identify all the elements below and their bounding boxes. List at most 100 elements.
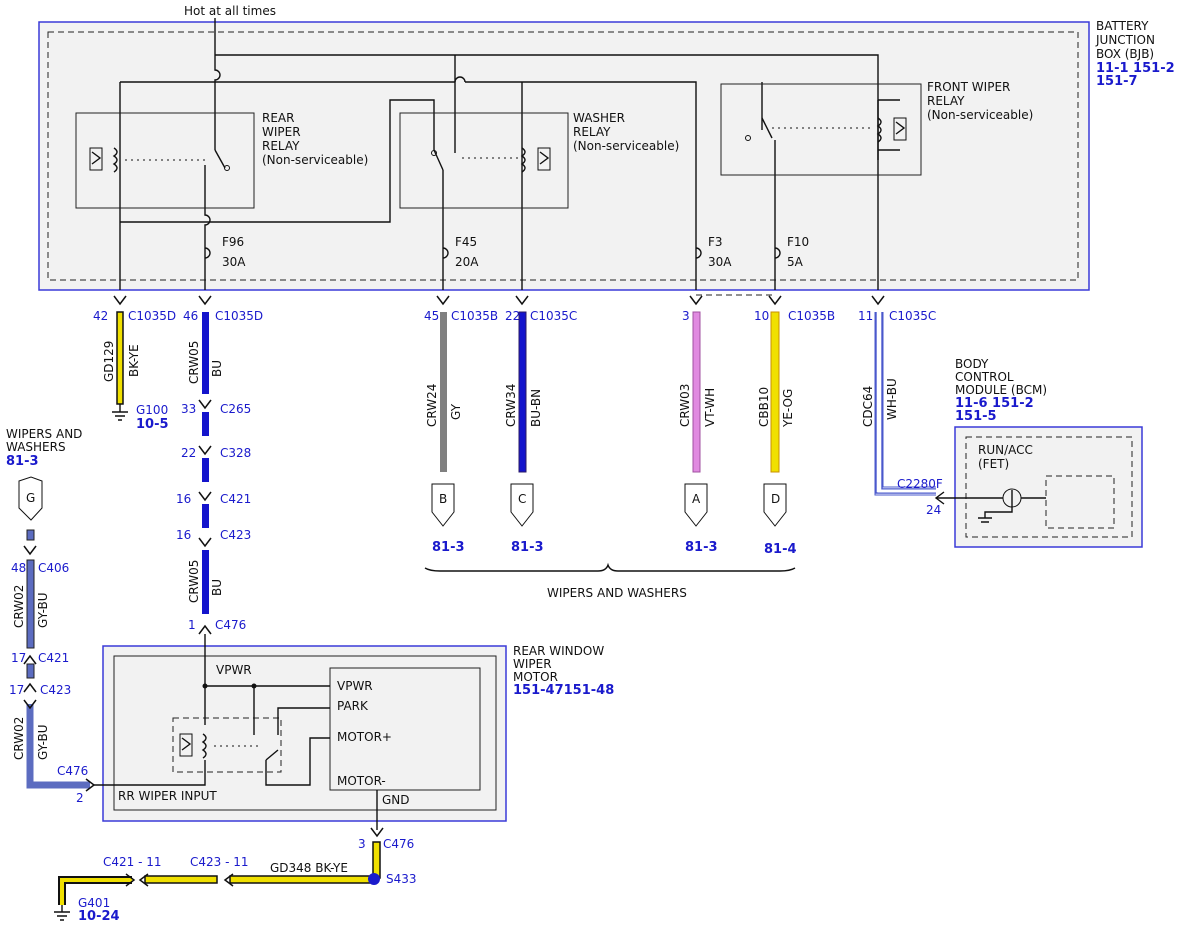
brace-label: WIPERS AND WASHERS bbox=[547, 586, 687, 600]
pin-45: 45 bbox=[424, 309, 439, 323]
offpage-g-letter: G bbox=[26, 491, 35, 505]
bcm-connector: C2280F bbox=[897, 477, 943, 491]
wire-crw05-circuit-2: CRW05 bbox=[187, 560, 201, 603]
c406-conn: C406 bbox=[38, 561, 69, 575]
bjb-title-3: BOX (BJB) bbox=[1096, 47, 1154, 61]
wire-cdc64 bbox=[875, 312, 936, 494]
bcm-pin: 24 bbox=[926, 503, 941, 517]
wire-cbb10-circuit: CBB10 bbox=[757, 387, 771, 427]
c476-left-pin: 2 bbox=[76, 791, 84, 805]
bcm-inner-1: RUN/ACC bbox=[978, 443, 1033, 457]
rear-relay-label-3: RELAY bbox=[262, 139, 300, 153]
pin-22: 22 bbox=[505, 309, 520, 323]
fuse-f45-name: F45 bbox=[455, 235, 477, 249]
wipers-washers-brace bbox=[424, 562, 796, 572]
rear-relay-coil-icon bbox=[89, 147, 230, 173]
wire-crw24 bbox=[440, 312, 447, 472]
wire-crw02-circuit: CRW02 bbox=[12, 585, 26, 628]
bcm-refs-1: 11-6 151-2 bbox=[955, 396, 1034, 411]
ground-g100-icon bbox=[112, 404, 128, 421]
wire-cbb10 bbox=[770, 311, 780, 473]
ww-label-2: WASHERS bbox=[6, 440, 66, 454]
conn-22: C1035C bbox=[530, 309, 577, 323]
offpage-b-ref: 81-3 bbox=[432, 540, 465, 555]
wire-gd129-circuit: GD129 bbox=[102, 341, 116, 382]
pin-11: 11 bbox=[858, 309, 873, 323]
wire-crw02-seg1 bbox=[26, 529, 35, 541]
gnd-c476-conn: C476 bbox=[383, 837, 414, 851]
wire-crw02-seg3 bbox=[26, 663, 35, 679]
front-relay-switch bbox=[761, 82, 776, 290]
hot-at-all-times-label: Hot at all times bbox=[184, 4, 276, 18]
wire-crw02-seg2 bbox=[26, 559, 35, 649]
bjb-dashed-box bbox=[47, 31, 1079, 281]
bcm-inner-2: (FET) bbox=[978, 457, 1009, 471]
motor-pin-park: PARK bbox=[337, 699, 369, 713]
wire-crw34 bbox=[518, 311, 527, 473]
wire-crw03-color: VT-WH bbox=[703, 388, 717, 427]
motor-refs: 151-47151-48 bbox=[513, 683, 614, 698]
ww-ref: 81-3 bbox=[6, 454, 39, 469]
conn-46: C1035D bbox=[215, 309, 263, 323]
wire-crw02-color: GY-BU bbox=[36, 592, 50, 628]
motor-pin-motor-minus: MOTOR- bbox=[337, 774, 386, 788]
front-relay-label-3: (Non-serviceable) bbox=[927, 108, 1033, 122]
hot-feed-wire bbox=[214, 18, 879, 290]
c421-conn: C421 bbox=[220, 492, 251, 506]
washer-relay-coil-icon bbox=[431, 147, 551, 173]
c423-conn: C423 bbox=[220, 528, 251, 542]
ground-arrow bbox=[370, 827, 384, 838]
motor-frame bbox=[102, 645, 507, 822]
bcm-input-arrow bbox=[934, 491, 945, 505]
wire-gd129 bbox=[116, 311, 124, 405]
vpwr-splice-dot-2 bbox=[251, 683, 257, 689]
c476-conn: C476 bbox=[215, 618, 246, 632]
wire-crw02-color-2: GY-BU bbox=[36, 724, 50, 760]
vpwr-splice-dot bbox=[202, 683, 208, 689]
bjb-title-1: BATTERY bbox=[1096, 19, 1149, 33]
motor-gnd: GND bbox=[382, 793, 410, 807]
washer-relay-label-3: (Non-serviceable) bbox=[573, 139, 679, 153]
wire-crw05-seg4 bbox=[202, 504, 209, 528]
c423-pin: 16 bbox=[176, 528, 191, 542]
fet-icon bbox=[936, 488, 1046, 523]
splice-s433-icon bbox=[368, 873, 380, 885]
wire-crw05-color: BU bbox=[210, 360, 224, 377]
c406-pin: 48 bbox=[11, 561, 26, 575]
pin-46: 46 bbox=[183, 309, 198, 323]
fuse-f3-name: F3 bbox=[708, 235, 723, 249]
motor-inner-box bbox=[113, 655, 497, 811]
bcm-label-3: MODULE (BCM) bbox=[955, 383, 1047, 397]
offpage-d-letter: D bbox=[771, 492, 780, 506]
front-relay-label-2: RELAY bbox=[927, 94, 965, 108]
offpage-b-letter: B bbox=[439, 492, 447, 506]
bcm-inner-box bbox=[1045, 475, 1115, 529]
rear-wiper-relay-box bbox=[75, 112, 255, 209]
wire-gd348-seg1 bbox=[229, 875, 376, 884]
g401-name: G401 bbox=[78, 896, 110, 910]
wire-cbb10-color: YE-OG bbox=[781, 389, 795, 428]
wire-crw05-seg2 bbox=[202, 412, 209, 436]
motor-label-3: MOTOR bbox=[513, 670, 558, 684]
wire-crw05-upper bbox=[202, 312, 209, 394]
inline-connector-arrows bbox=[198, 399, 212, 635]
bcm-refs-2: 151-5 bbox=[955, 409, 997, 424]
rear-relay-label-1: REAR bbox=[262, 111, 294, 125]
offpage-d-ref: 81-4 bbox=[764, 542, 797, 557]
bcm-label-1: BODY bbox=[955, 357, 989, 371]
motor-label-2: WIPER bbox=[513, 657, 552, 671]
c423-left-conn: C423 bbox=[40, 683, 71, 697]
c476-pin: 1 bbox=[188, 618, 196, 632]
bus-wire-1 bbox=[120, 81, 697, 290]
ground-run-arrows bbox=[125, 873, 234, 887]
front-relay-coil-icon bbox=[745, 117, 907, 143]
offpage-a-letter: A bbox=[692, 492, 701, 506]
washer-relay-label-2: RELAY bbox=[573, 125, 611, 139]
ground-g401-icon bbox=[54, 905, 70, 921]
front-wiper-relay-box bbox=[720, 83, 922, 176]
offpage-c-letter: C bbox=[518, 492, 526, 506]
g401-ref: 10-24 bbox=[78, 909, 120, 924]
motor-label-1: REAR WINDOW bbox=[513, 644, 604, 658]
c265-pin: 33 bbox=[181, 402, 196, 416]
bjb-refs-1: 11-1 151-2 bbox=[1096, 61, 1175, 76]
